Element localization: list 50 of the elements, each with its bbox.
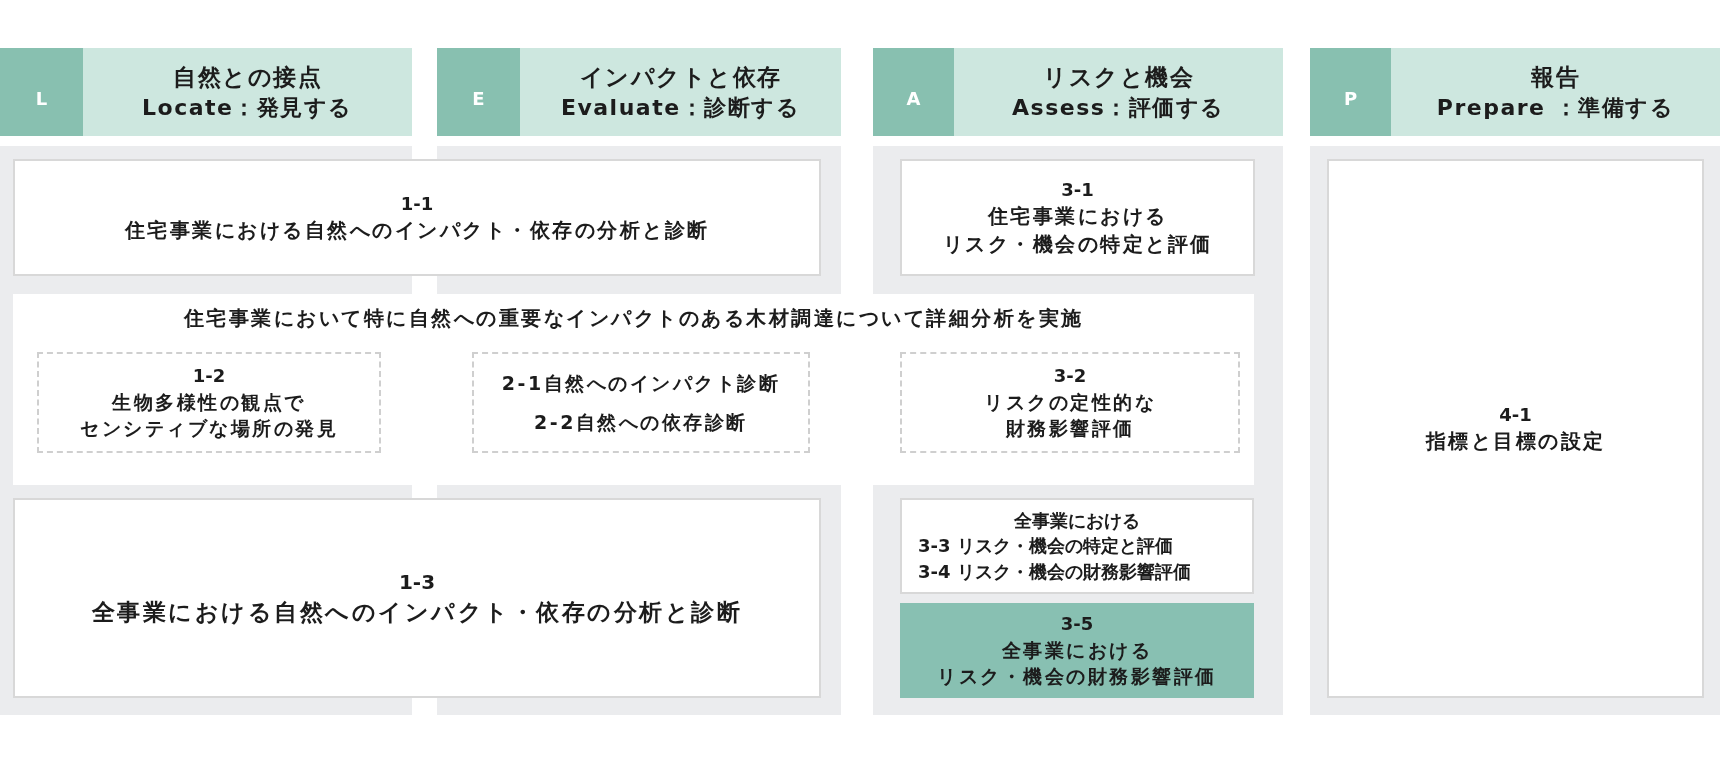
phase-header	[83, 48, 412, 136]
phase-header	[1391, 48, 1720, 136]
task-number: 3-1	[1061, 177, 1094, 202]
phase-tile	[873, 48, 954, 136]
phase-subtitle: Assess：評価する	[1012, 93, 1225, 122]
phase-letter: P	[1343, 87, 1358, 112]
task-text: 3-3 リスク・機会の特定と評価	[918, 534, 1173, 559]
task-text: 2-2自然への依存診断	[534, 409, 748, 435]
highlighted-task-box	[900, 603, 1254, 698]
phase-tile	[0, 48, 83, 136]
phase-header	[954, 48, 1283, 136]
task-box	[13, 159, 821, 276]
task-number: 3-5	[1060, 612, 1094, 637]
task-box	[13, 498, 821, 698]
task-number: 1-3	[398, 568, 436, 596]
phase-title: 報告	[1531, 62, 1580, 92]
task-number: 1-1	[400, 191, 434, 216]
task-text: 住宅事業におけるリスク・機会の特定と評価	[942, 203, 1213, 259]
task-heading: 全事業における	[1014, 509, 1140, 534]
phase-tile	[1310, 48, 1391, 136]
task-text: 2-1自然へのインパクト診断	[501, 370, 781, 396]
phase-tile	[437, 48, 520, 136]
phase-letter: E	[472, 87, 485, 112]
phase-title: リスクと機会	[1043, 62, 1194, 92]
phase-letter: L	[35, 87, 48, 112]
task-number: 3-2	[1053, 364, 1087, 389]
task-text: 指標と目標の設定	[1425, 428, 1606, 456]
task-box	[1327, 159, 1704, 698]
phase-subtitle: Prepare ：準備する	[1436, 93, 1675, 122]
task-text: 住宅事業における自然へのインパクト・依存の分析と診断	[124, 217, 710, 245]
task-box	[900, 159, 1255, 276]
dashed-task-box	[900, 352, 1240, 453]
task-number: 1-2	[192, 364, 226, 389]
task-text: 3-4 リスク・機会の財務影響評価	[918, 559, 1191, 584]
phase-header	[520, 48, 841, 136]
phase-title: 自然との接点	[173, 62, 322, 92]
phase-subtitle: Locate：発見する	[142, 93, 353, 122]
task-box	[900, 498, 1254, 594]
task-text: 全事業におけるリスク・機会の財務影響評価	[937, 637, 1217, 690]
phase-subtitle: Evaluate：診断する	[560, 93, 801, 122]
analysis-band	[13, 294, 1254, 485]
task-number: 4-1	[1499, 402, 1532, 427]
phase-letter: A	[906, 87, 921, 112]
dashed-task-box	[37, 352, 381, 453]
task-text: リスクの定性的な財務影響評価	[984, 389, 1156, 442]
band-title: 住宅事業において特に自然への重要なインパクトのある木材調達について詳細分析を実施	[183, 305, 1084, 332]
dashed-task-box	[472, 352, 810, 453]
task-text: 全事業における自然へのインパクト・依存の分析と診断	[91, 597, 743, 627]
task-text: 生物多様性の観点でセンシティブな場所の発見	[80, 389, 338, 442]
phase-title: インパクトと依存	[579, 62, 782, 92]
